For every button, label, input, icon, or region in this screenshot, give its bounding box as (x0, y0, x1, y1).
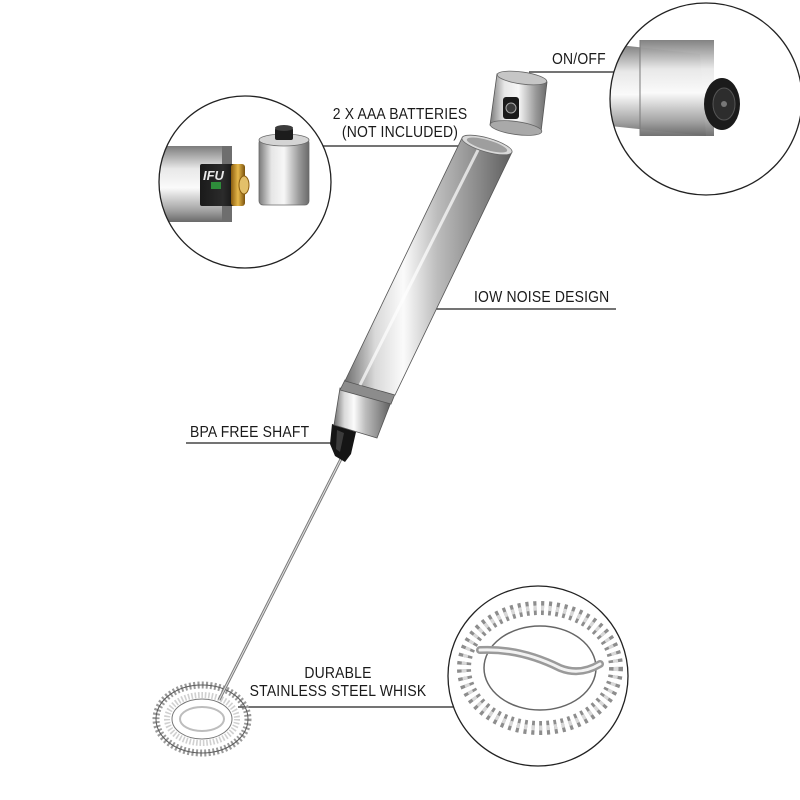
battery-print-text: IFU (203, 168, 225, 183)
label-bpa-free-shaft: BPA FREE SHAFT (190, 424, 310, 441)
on-off-cap-inset (609, 2, 800, 196)
label-batteries-line2: (NOT INCLUDED) (341, 124, 459, 141)
battery-inset: IFU (158, 95, 332, 269)
label-whisk: DURABLE STAINLESS STEEL WHISK (248, 665, 428, 701)
steel-shaft (217, 454, 345, 701)
handle-body (344, 134, 513, 396)
label-whisk-line1: DURABLE (304, 665, 372, 682)
whisk-closeup-inset (447, 585, 629, 767)
whisk-head (152, 681, 252, 757)
label-batteries-line1: 2 X AAA BATTERIES (332, 106, 468, 123)
label-whisk-line2: STAINLESS STEEL WHISK (249, 683, 427, 700)
end-cap (489, 70, 548, 136)
leader-lines (186, 71, 616, 708)
label-noise-design: IOW NOISE DESIGN (474, 289, 610, 306)
label-on-off: ON/OFF (552, 51, 606, 68)
black-shaft-tip (330, 424, 356, 462)
label-batteries: 2 X AAA BATTERIES (NOT INCLUDED) (328, 106, 472, 142)
